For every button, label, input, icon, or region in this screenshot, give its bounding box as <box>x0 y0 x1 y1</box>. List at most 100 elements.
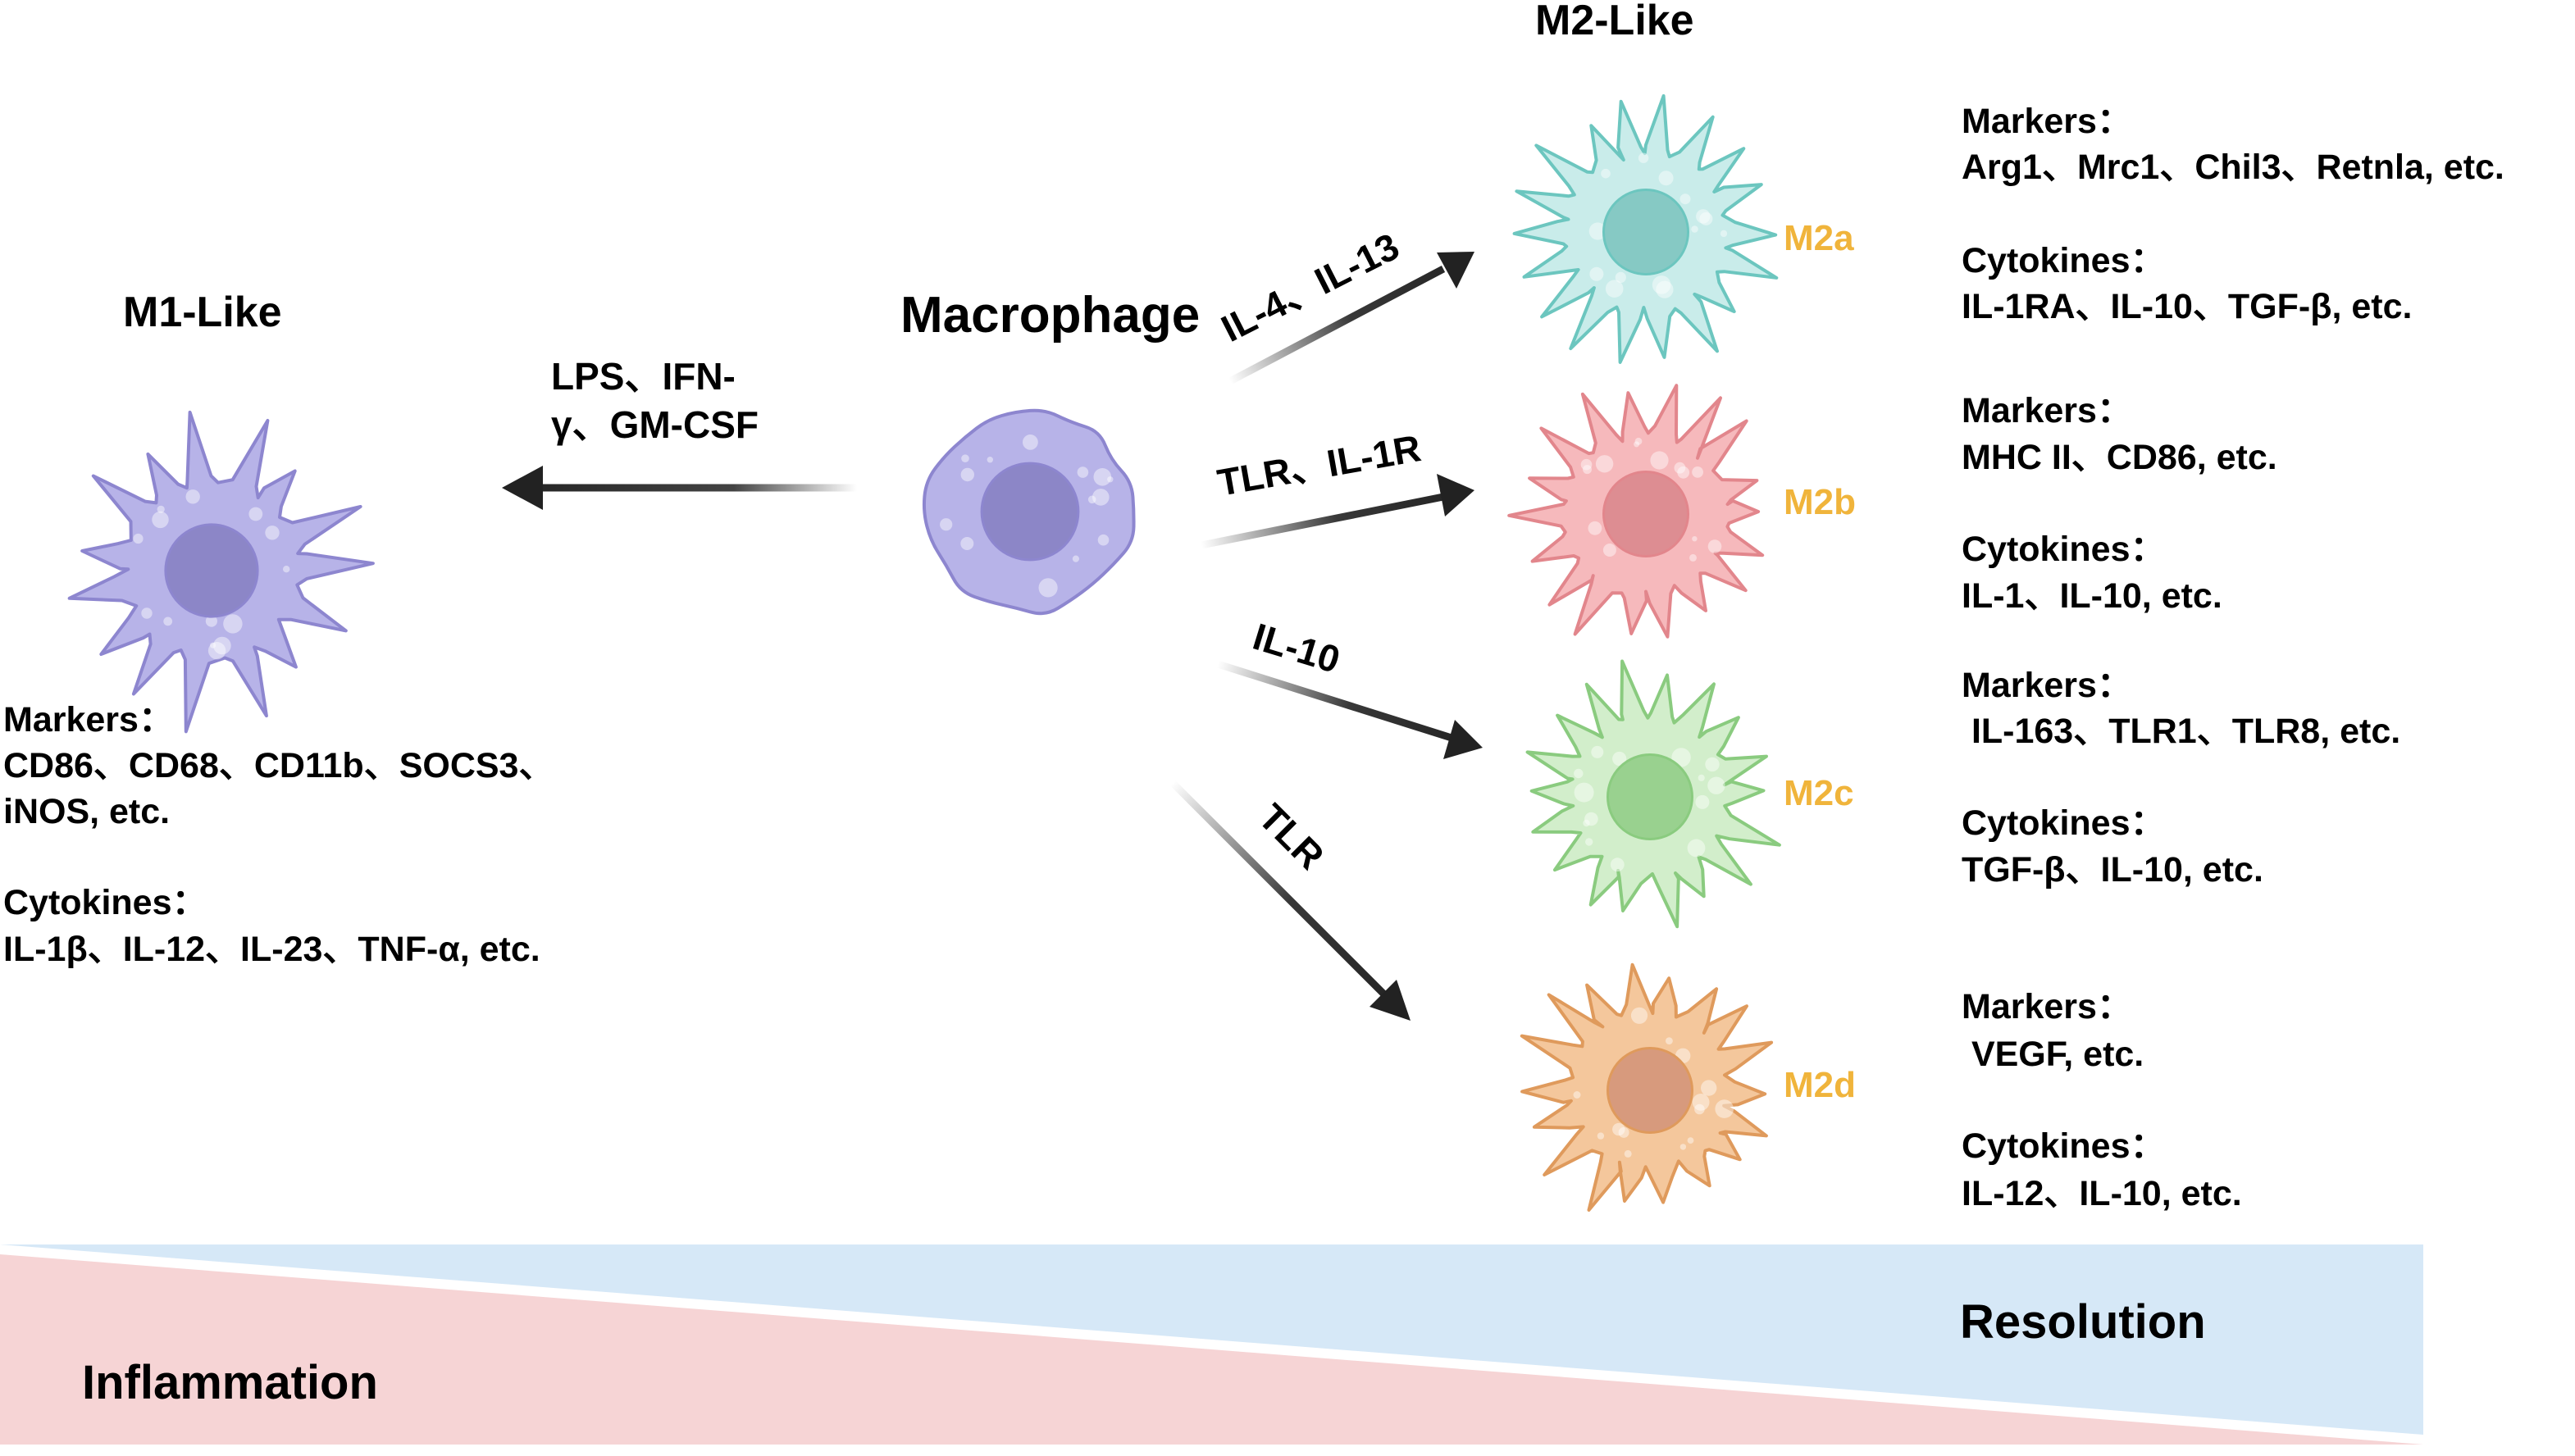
macrophage-vesicle <box>960 467 975 482</box>
m2d-vesicle <box>1618 1126 1629 1138</box>
m2c-vesicle <box>1612 751 1627 767</box>
m1-vesicle <box>207 642 226 660</box>
m2a-vesicle <box>1658 171 1674 186</box>
m2d-vesicle <box>1694 1103 1705 1115</box>
m1-vesicle <box>152 511 169 529</box>
m2b-vesicle <box>1689 553 1697 562</box>
m2d-vesicle <box>1630 1007 1648 1024</box>
macrophage-vesicle <box>1092 489 1110 506</box>
macrophage-vesicle <box>1087 495 1096 504</box>
macrophage-nucleus <box>980 462 1080 562</box>
m2b-vesicle <box>1634 441 1640 448</box>
m2b-vesicle <box>1650 451 1669 470</box>
m2d-nucleus <box>1607 1047 1693 1134</box>
resolution-label: Resolution <box>1960 1295 2206 1349</box>
macrophage-title: Macrophage <box>900 287 1200 344</box>
m2d-vesicle <box>1597 1132 1605 1140</box>
m2a-vesicle <box>1589 266 1604 281</box>
macrophage-cell <box>922 408 1136 616</box>
macrophage-vesicle <box>940 518 953 531</box>
m1-stimulus-line1: LPS、IFN- <box>551 355 736 398</box>
m1-vesicle <box>223 614 243 634</box>
m2c-vesicle <box>1695 794 1710 809</box>
m2c-markers: IL-163、TLR1、TLR8, etc. <box>1962 712 2400 751</box>
arrow-to-m2c-head <box>1443 720 1483 759</box>
m2c-vesicle <box>1698 774 1705 781</box>
m2c-stimulus: IL-10 <box>1248 615 1345 681</box>
m2b-vesicle <box>1677 466 1690 479</box>
m1-vesicle <box>210 642 216 648</box>
m2d-info: Markers： VEGF, etc. Cytokines： IL-12、IL-… <box>1962 987 2242 1213</box>
m2a-markers-heading: Markers： <box>1962 102 2132 141</box>
m2a-vesicle <box>1696 209 1711 224</box>
m2a-vesicle <box>1605 280 1624 298</box>
macrophage-vesicle <box>1072 555 1079 562</box>
m2c-vesicle <box>1591 745 1604 758</box>
polarization-arrows <box>502 252 1483 1021</box>
m1-title: M1-Like <box>123 289 282 336</box>
m2a-label: M2a <box>1784 218 1854 258</box>
m2b-vesicle <box>1595 455 1614 473</box>
m1-cytokines-line1: IL-1β、IL-12、IL-23、TNF-α, etc. <box>3 930 540 969</box>
m2c-cytokines: TGF-β、IL-10, etc. <box>1962 850 2263 890</box>
m2c-vesicle <box>1687 839 1706 858</box>
m2b-label: M2b <box>1784 482 1856 522</box>
m1-vesicle <box>163 617 173 626</box>
m2c-vesicle <box>1584 812 1598 826</box>
m2b-vesicle <box>1602 544 1616 557</box>
m2a-vesicle <box>1638 152 1649 163</box>
arrow-to-m2a-head <box>1437 252 1474 289</box>
m2c-vesicle <box>1671 748 1691 767</box>
macrophage-vesicle <box>960 537 974 550</box>
m1-vesicle <box>265 526 280 540</box>
m2b-vesicle <box>1588 521 1602 535</box>
m2d-vesicle <box>1701 1080 1717 1096</box>
m1-nucleus <box>164 523 259 618</box>
m1-markers-heading: Markers： <box>3 700 174 739</box>
arrow-to-m2d <box>1169 780 1389 999</box>
m2d-stimulus: TLR <box>1251 795 1333 877</box>
m2a-cytokines: IL-1RA、IL-10、TGF-β, etc. <box>1962 287 2412 326</box>
m2d-vesicle <box>1612 1122 1625 1136</box>
m2a-vesicle <box>1656 280 1674 298</box>
m2d-vesicle <box>1679 1144 1687 1150</box>
m1-cytokines-heading: Cytokines： <box>3 883 207 922</box>
m2d-label: M2d <box>1784 1065 1856 1105</box>
m2b-vesicle <box>1707 539 1722 553</box>
m1-vesicle <box>205 615 217 627</box>
m2b-vesicle <box>1580 458 1593 471</box>
m2a-vesicle <box>1652 275 1671 294</box>
m1-markers-line2: iNOS, etc. <box>3 792 170 831</box>
inflammation-band <box>0 1254 2423 1445</box>
m2b-cytokines-heading: Cytokines： <box>1962 530 2166 569</box>
m2c-info: Markers： IL-163、TLR1、TLR8, etc. Cytokine… <box>1962 666 2400 890</box>
m2c-vesicle <box>1574 782 1594 803</box>
m1-vesicle <box>133 533 144 544</box>
macrophage-vesicle <box>1077 466 1089 478</box>
m2a-vesicle <box>1699 212 1713 225</box>
arrow-to-m2b-head <box>1437 474 1474 516</box>
m2a-markers: Arg1、Mrc1、Chil3、Retnla, etc. <box>1962 148 2504 187</box>
m2d-vesicle <box>1687 1137 1694 1144</box>
macrophage-vesicle <box>1038 578 1058 598</box>
inflammation-label: Inflammation <box>82 1356 378 1409</box>
m2d-cell <box>1520 962 1774 1212</box>
m2b-nucleus <box>1602 471 1689 557</box>
m1-cell <box>67 410 375 734</box>
m2b-info: Markers： MHC II、CD86, etc. Cytokines： IL… <box>1962 391 2277 616</box>
m2b-vesicle <box>1583 465 1592 475</box>
m1-vesicle <box>141 607 153 619</box>
m2a-vesicle <box>1615 271 1626 283</box>
m2b-stimulus: TLR、IL-1R <box>1215 426 1424 504</box>
macrophage-vesicle <box>1023 435 1038 450</box>
m2a-vesicle <box>1720 230 1728 238</box>
m2c-vesicle <box>1610 858 1625 872</box>
m1-vesicle <box>213 636 231 655</box>
m2a-cell <box>1512 93 1779 364</box>
m2c-nucleus <box>1607 753 1693 840</box>
m1-vesicle <box>283 566 290 573</box>
arrow-to-m2c <box>1216 660 1453 742</box>
m2d-vesicle <box>1715 1099 1734 1118</box>
m2d-vesicle <box>1624 1149 1632 1158</box>
